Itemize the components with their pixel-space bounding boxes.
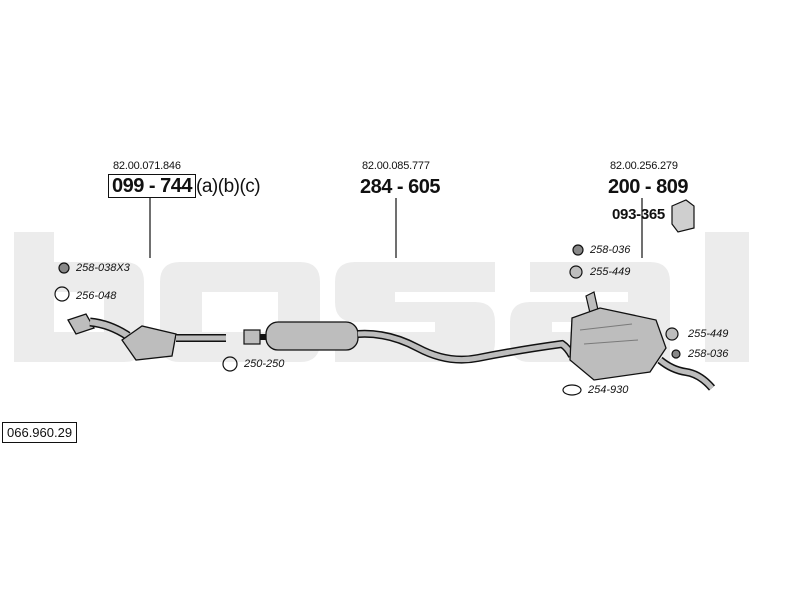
front-pipe-catalyst bbox=[67, 313, 226, 361]
front-part-label[interactable]: 099 - 744(a)(b)(c) bbox=[108, 174, 261, 198]
leader-lines bbox=[149, 198, 643, 258]
front-oem-number: 82.00.071.846 bbox=[113, 160, 181, 172]
rear-part-number[interactable]: 200 - 809 bbox=[608, 176, 689, 198]
fitting-label-6[interactable]: 255-449 bbox=[688, 328, 729, 340]
fitting-label-7[interactable]: 258-036 bbox=[688, 348, 729, 360]
rear-oem-number: 82.00.256.279 bbox=[610, 160, 678, 172]
fitting-label-8[interactable]: 254-930 bbox=[588, 384, 629, 396]
middle-silencer bbox=[243, 321, 576, 364]
fitting-label-5[interactable]: 255-449 bbox=[590, 266, 631, 278]
middle-oem-number: 82.00.085.777 bbox=[362, 160, 430, 172]
rubber-mount-number[interactable]: 093-365 bbox=[612, 206, 665, 223]
catalog-number: 066.960.29 bbox=[2, 422, 78, 443]
fitting-label-1[interactable]: 258-038X3 bbox=[76, 262, 130, 274]
middle-part-number[interactable]: 284 - 605 bbox=[360, 176, 441, 198]
front-part-suffix: (a)(b)(c) bbox=[196, 176, 261, 197]
rubber-mount bbox=[671, 199, 695, 233]
fitting-label-2[interactable]: 256-048 bbox=[76, 290, 117, 302]
fitting-label-4[interactable]: 258-036 bbox=[590, 244, 631, 256]
rear-silencer bbox=[569, 291, 716, 391]
front-part-number[interactable]: 099 - 744 bbox=[108, 174, 197, 198]
fitting-icons bbox=[54, 244, 681, 396]
fitting-label-3[interactable]: 250-250 bbox=[244, 358, 285, 370]
